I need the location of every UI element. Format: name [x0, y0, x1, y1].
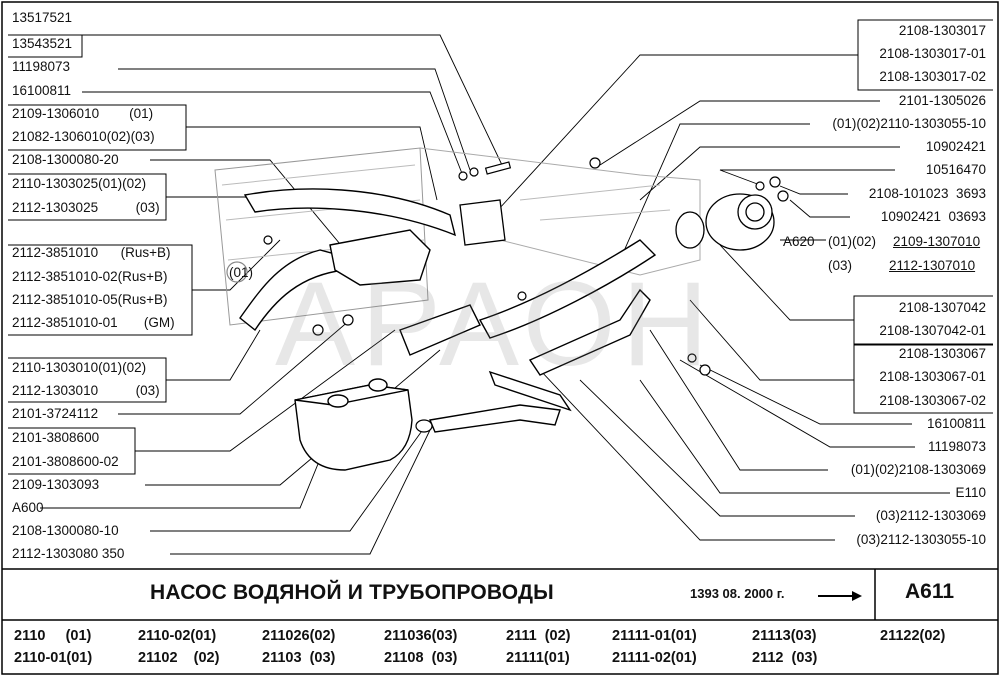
left-part-label: 2112-1303010 (03)	[12, 383, 160, 398]
left-part-label: 2101-3808600-02	[12, 454, 119, 469]
right-part-label: 2108-1303017	[898, 23, 986, 38]
left-part-label: 2112-3851010-02(Rus+B)	[12, 269, 168, 284]
right-part-label: 2108-1303067-02	[879, 393, 986, 408]
right-part-label: 10902421 03693	[880, 209, 986, 224]
model-entry: 21113(03)	[752, 628, 817, 644]
sheet-info: 1393 08. 2000 г.	[690, 586, 785, 601]
model-entry: 211026(02)	[262, 628, 336, 644]
callout-01: (01)	[229, 265, 254, 280]
left-part-label: 2112-1303025 (03)	[12, 200, 160, 215]
right-part-label: 2108-101023 3693	[868, 186, 986, 201]
left-part-label: 2110-1303025(01)(02)	[12, 176, 147, 191]
sheet-code: A611	[905, 580, 955, 603]
right-part-label: 2108-1303067-01	[879, 369, 986, 384]
model-entry: 21102 (02)	[138, 650, 220, 666]
left-part-label: 2112-3851010-01 (GM)	[12, 315, 175, 330]
left-part-label: 13517521	[12, 10, 73, 25]
right-part-label: 2108-1307042-01	[879, 323, 986, 338]
model-entry: 2110-01(01)	[14, 650, 93, 666]
page-title: НАСОС ВОДЯНОЙ И ТРУБОПРОВОДЫ	[150, 581, 554, 604]
model-entry: 21103 (03)	[262, 650, 336, 666]
left-part-label: 13543521	[12, 36, 73, 51]
model-entry: 211036(03)	[384, 628, 458, 644]
left-part-label: 2108-1300080-20	[12, 152, 119, 167]
left-part-label: A600	[12, 500, 44, 515]
left-part-label: 2112-1303080 350	[12, 546, 125, 561]
right-part-label: 2108-1307042	[898, 300, 986, 315]
left-part-label: 11198073	[12, 59, 71, 74]
model-entry: 2111 (02)	[506, 628, 571, 644]
watermark: АРАОН	[275, 257, 715, 391]
model-entry: 21122(02)	[880, 628, 946, 644]
model-entry: 21108 (03)	[384, 650, 458, 666]
model-entry: 21111-02(01)	[612, 650, 697, 666]
right-part-label: 2108-1303067	[898, 346, 986, 361]
right-part-label: E110	[955, 485, 986, 500]
model-entry: 2110-02(01)	[138, 628, 217, 644]
left-part-label: 2109-1306010 (01)	[12, 106, 154, 121]
left-part-label: 2108-1300080-10	[12, 523, 119, 538]
pump-assembly-code: A620	[783, 234, 815, 249]
model-entry: 2112 (03)	[752, 650, 818, 666]
pump-row1-prefix: (01)(02)	[828, 234, 877, 249]
model-entry: 2110 (01)	[14, 628, 92, 644]
left-part-label: 16100811	[12, 83, 72, 98]
left-part-label: 2112-3851010-05(Rus+B)	[12, 292, 168, 307]
pump-row2-part: 2112-1307010	[889, 258, 976, 273]
right-part-label: 10516470	[925, 162, 986, 177]
right-part-label: (01)(02)2108-1303069	[850, 462, 986, 477]
right-part-label: 2108-1303017-02	[879, 69, 986, 84]
left-part-label: 2101-3808600	[12, 430, 100, 445]
right-part-label: (01)(02)2110-1303055-10	[832, 116, 986, 131]
right-part-label: 2101-1305026	[898, 93, 986, 108]
left-part-label: 21082-1306010(02)(03)	[12, 129, 155, 144]
pump-row1-part: 2109-1307010	[893, 234, 981, 249]
left-part-label: 2112-3851010 (Rus+B)	[12, 245, 171, 260]
left-part-label: 2110-1303010(01)(02)	[12, 360, 147, 375]
right-part-label: (03)2112-1303069	[875, 508, 986, 523]
left-part-label: 2109-1303093	[12, 477, 100, 492]
right-part-label: (03)2112-1303055-10	[856, 532, 986, 547]
right-part-label: 10902421	[925, 139, 986, 154]
pump-row2-prefix: (03)	[828, 258, 853, 273]
right-part-label: 2108-1303017-01	[879, 46, 986, 61]
right-part-label: 11198073	[927, 439, 986, 454]
left-part-label: 2101-3724112	[12, 406, 99, 421]
model-entry: 21111-01(01)	[612, 628, 697, 644]
model-entry: 21111(01)	[506, 650, 570, 666]
right-part-label: 16100811	[926, 416, 986, 431]
